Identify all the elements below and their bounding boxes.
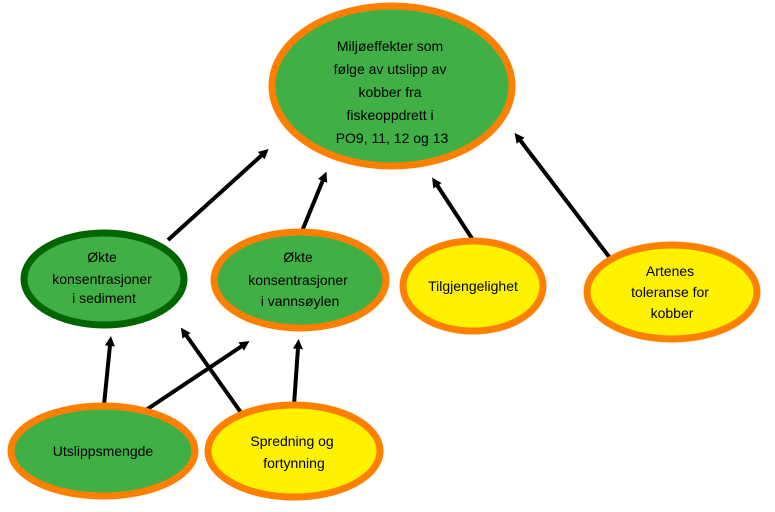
node-vannsoylen: Økte konsentrasjoner i vannsøylen	[210, 228, 390, 332]
arrow-toleranse-to-main	[514, 132, 612, 260]
node-sediment: Økte konsentrasjoner i sediment	[20, 229, 188, 329]
arrow-tilgjengelighet-to-main	[432, 177, 475, 242]
node-main-line-4: fiskeoppdrett i	[346, 107, 433, 123]
node-main-line-1: Miljøeffekter som	[337, 38, 443, 54]
node-vannsoylen-line-2: konsentrasjoner	[248, 272, 348, 288]
node-spredning: Spredning og fortynning	[204, 401, 384, 501]
svg-text:Økte konsentrasjoner: Økte konsentrasjoner i vannsøylen	[248, 249, 352, 309]
arrow-utslippsmengde-to-vannsoylen	[144, 341, 250, 412]
arrow-spredning-to-vannsoylen	[292, 339, 303, 406]
svg-text:Tilgjengelighet: Tilgjengelighet	[428, 278, 518, 294]
svg-text:Miljøeffekter som følge: Miljøeffekter som følge av utslipp av ko…	[334, 38, 451, 146]
node-vannsoylen-line-1: Økte	[283, 249, 313, 265]
svg-text:Økte konsentrasjoner: Økte konsentrasjoner i sediment	[52, 249, 156, 306]
node-spredning-line-1: Spredning og	[250, 433, 333, 449]
arrow-spredning-to-sediment	[180, 327, 244, 416]
node-main-line-5: PO9, 11, 12 og 13	[336, 130, 449, 146]
node-spredning-line-2: fortynning	[263, 455, 324, 471]
node-sediment-line-1: Økte	[87, 249, 117, 265]
node-vannsoylen-line-3: i vannsøylen	[261, 293, 340, 309]
node-toleranse-line-3: kobber	[651, 305, 694, 321]
node-tilgjengelighet: Tilgjengelighet	[399, 237, 547, 335]
node-sediment-line-2: konsentrasjoner	[52, 271, 152, 287]
node-sediment-shape	[20, 229, 188, 329]
node-utslippsmengde: Utslippsmengde	[7, 402, 199, 500]
node-utslippsmengde-shape	[7, 402, 199, 500]
svg-text:Utslippsmengde: Utslippsmengde	[53, 443, 154, 459]
node-toleranse-line-1: Artenes	[646, 263, 694, 279]
node-spredning-shape	[204, 401, 384, 501]
node-tilgjengelighet-shape	[399, 237, 547, 335]
node-main-line-2: følge av utslipp av	[334, 61, 447, 77]
node-toleranse-line-2: toleranse for	[631, 284, 709, 300]
arrow-sediment-to-main	[166, 148, 269, 242]
svg-text:Spredning og fortynning: Spredning og fortynning	[250, 433, 337, 471]
node-main-line-3: kobber fra	[359, 84, 422, 100]
node-main-shape	[268, 2, 516, 170]
arrow-vannsoylen-to-main	[298, 171, 328, 237]
node-utslippsmengde-line-1: Utslippsmengde	[53, 443, 154, 459]
node-main: Miljøeffekter som følge av utslipp av ko…	[268, 2, 516, 170]
node-vannsoylen-shape	[210, 228, 390, 332]
arrow-utslippsmengde-to-sediment	[102, 336, 115, 406]
node-toleranse: Artenes toleranse for kobber	[583, 241, 761, 343]
node-tilgjengelighet-line-1: Tilgjengelighet	[428, 278, 518, 294]
node-sediment-line-3: i sediment	[72, 290, 136, 306]
arrows	[102, 132, 612, 416]
node-toleranse-shape	[583, 241, 761, 343]
svg-text:Artenes toleranse for: Artenes toleranse for kobber	[631, 263, 713, 321]
